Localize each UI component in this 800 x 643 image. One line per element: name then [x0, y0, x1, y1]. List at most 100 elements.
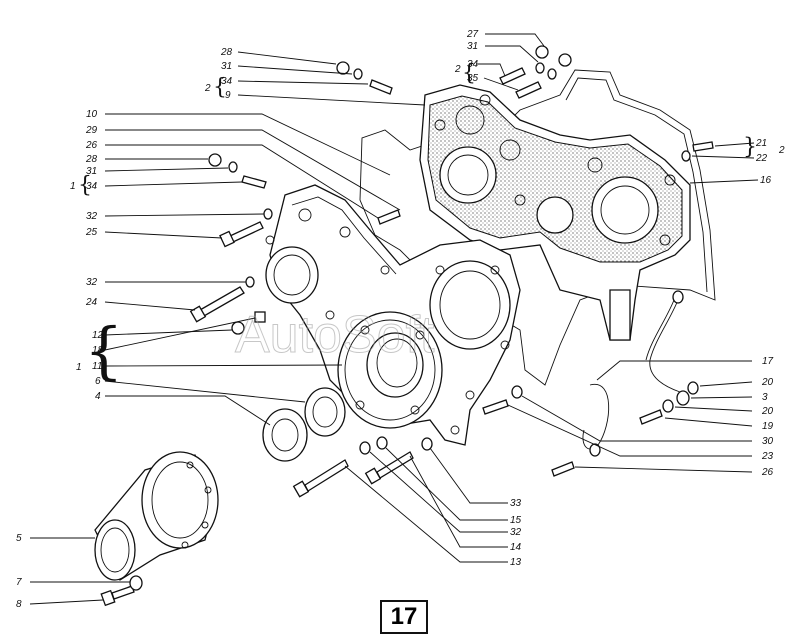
callout-7: 7: [16, 577, 22, 588]
callout-34-top: 34: [221, 76, 233, 87]
bolt-8: [100, 585, 135, 607]
rear-housing-plate: [419, 84, 691, 341]
group-label-2-top-left: 2: [204, 83, 211, 94]
svg-text:{: {: [84, 314, 123, 387]
nut-28-top: [336, 61, 350, 75]
bolt-26-left: [377, 209, 401, 225]
callout-32-b: 32: [86, 277, 98, 288]
callout-33: 33: [510, 498, 522, 509]
stud-34-top: [369, 79, 393, 95]
callout-31-top-right: 31: [467, 41, 478, 52]
group-label-2-right: 2: [778, 145, 785, 156]
washer-32b: [245, 276, 255, 288]
group-labels: 2 1 1 2 2: [70, 64, 785, 373]
callout-5: 5: [16, 533, 22, 544]
group-label-1-lower-left: 1: [76, 362, 82, 373]
washer-31-right: [535, 62, 545, 74]
callout-31-left: 31: [86, 166, 97, 177]
callout-19: 19: [762, 421, 774, 432]
washer-32a: [263, 208, 273, 220]
svg-text:{: {: [213, 75, 227, 100]
callout-25: 25: [85, 227, 98, 238]
washer-15: [376, 436, 388, 450]
callout-34-left: 34: [86, 181, 98, 192]
callout-3: 3: [762, 392, 768, 403]
bolt-25: [219, 221, 264, 248]
nut-28: [208, 153, 222, 167]
callout-20-a: 20: [761, 377, 774, 388]
callout-23: 23: [761, 451, 774, 462]
callout-30: 30: [762, 436, 774, 447]
callout-20-b: 20: [761, 406, 774, 417]
group-braces: { { { { {: [78, 61, 757, 387]
callout-26-left: 26: [85, 140, 98, 151]
page-number-box: 17: [380, 600, 428, 634]
callout-29: 29: [85, 125, 98, 136]
banjo-3: [676, 390, 690, 406]
stud-18: [254, 311, 266, 323]
callouts-top-right: 27 31 34 35: [466, 29, 479, 84]
washer-30: [511, 385, 523, 399]
callout-14: 14: [510, 542, 522, 553]
callout-12: 12: [92, 330, 104, 341]
bolt-23: [482, 399, 509, 415]
callout-32-c: 32: [510, 527, 522, 538]
callout-16: 16: [760, 175, 772, 186]
leader-lines: [29, 33, 759, 605]
watermark: AutoSoft: [235, 306, 435, 364]
bolt-14: [364, 451, 414, 485]
callout-17: 17: [762, 356, 774, 367]
svg-text:{: {: [462, 61, 476, 86]
washer-31-right-b: [547, 68, 557, 80]
callout-13: 13: [510, 557, 522, 568]
washer-20a: [687, 381, 699, 395]
bolt-13: [292, 459, 349, 498]
callouts-left: 28 31 34 9 10 29 26 28 31 34 32 25 32 24…: [16, 47, 233, 610]
washer-31: [228, 161, 238, 173]
svg-text:{: {: [78, 173, 92, 198]
washer-31-top: [353, 68, 363, 80]
crankshaft-hub: [94, 451, 219, 581]
callout-27: 27: [466, 29, 479, 40]
washer-7: [129, 575, 143, 591]
callouts-bottom: 33 15 32 14 13: [510, 498, 522, 568]
callout-21: 21: [755, 138, 767, 149]
callout-28-top: 28: [220, 47, 233, 58]
callout-26-right: 26: [761, 467, 774, 478]
bolt-21: [692, 141, 714, 152]
oil-pipe-17: [645, 290, 684, 393]
oil-seal-4: [262, 408, 308, 462]
callout-8: 8: [16, 599, 22, 610]
seal-ring-6: [304, 387, 346, 437]
callout-22: 22: [755, 153, 768, 164]
bolt-26-right: [551, 461, 575, 477]
callout-4: 4: [95, 391, 101, 402]
callout-15: 15: [510, 515, 522, 526]
stud-34-right: [499, 67, 526, 85]
gasket-ring-17: [582, 383, 610, 457]
callout-10: 10: [86, 109, 98, 120]
washer-22: [681, 150, 691, 162]
callout-34-top-right: 34: [467, 59, 479, 70]
callout-24: 24: [85, 297, 98, 308]
page-number: 17: [390, 603, 418, 630]
svg-text:{: {: [743, 134, 757, 159]
stud-34: [241, 175, 267, 189]
callout-9: 9: [225, 90, 231, 101]
callout-35: 35: [467, 73, 479, 84]
callout-28-left: 28: [85, 154, 98, 165]
nut-27: [535, 45, 549, 59]
washer-20b: [662, 399, 674, 413]
nut-27b: [558, 53, 572, 67]
group-label-1-mid-left: 1: [70, 181, 76, 192]
callout-6: 6: [95, 376, 101, 387]
group-label-2-top-right: 2: [454, 64, 461, 75]
callout-31-top: 31: [221, 61, 232, 72]
washer-32c: [359, 441, 371, 455]
seal-housing-flange: [337, 311, 443, 429]
washer-33: [421, 437, 433, 451]
callout-18: 18: [92, 345, 104, 356]
callouts-right: 21 22 16 17 20 3 20 19 30 23 26: [755, 138, 774, 478]
stud-35-right: [515, 81, 542, 99]
callout-11: 11: [92, 361, 102, 372]
